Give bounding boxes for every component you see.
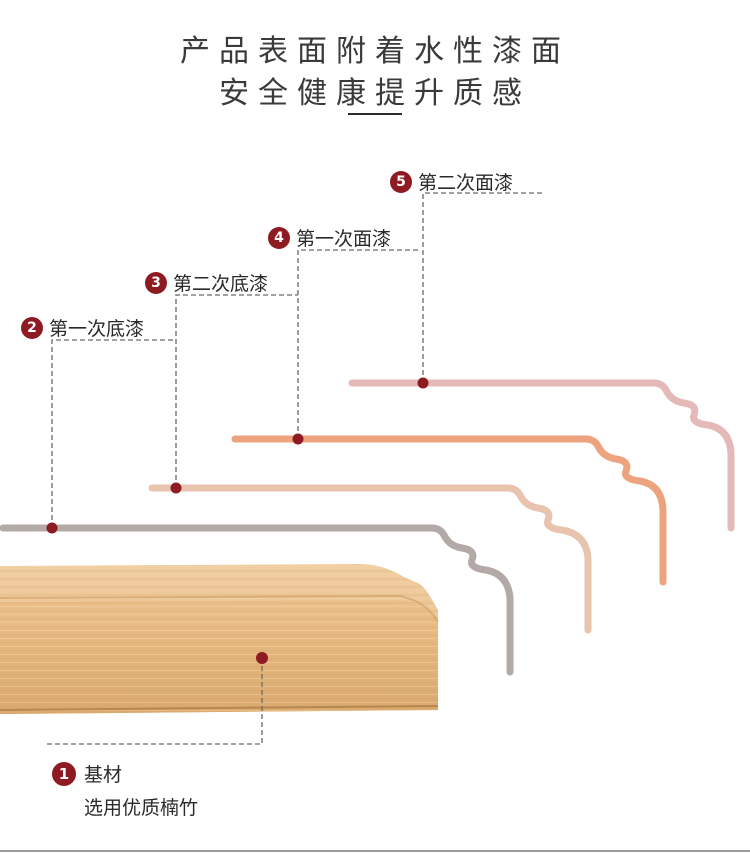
layer-name: 第一次底漆: [49, 318, 145, 340]
substrate-name: 基材: [84, 764, 123, 786]
title-divider: [348, 113, 402, 115]
leader-lines: [45, 192, 545, 745]
marker-dot-5: [417, 377, 429, 389]
substrate-description: 选用优质楠竹: [84, 797, 199, 819]
layer-4-profile: [231, 435, 667, 586]
bamboo-board: [0, 564, 439, 714]
leader-2: [51, 339, 174, 528]
layer-label-2: 2 第一次底漆: [21, 314, 144, 341]
number-badge: 1: [52, 761, 76, 786]
marker-dot-4: [292, 433, 304, 445]
number-badge: 2: [21, 316, 43, 339]
layer-name: 第二次底漆: [173, 273, 269, 295]
leader-4: [297, 249, 420, 439]
number-badge: 3: [145, 271, 167, 294]
layer-label-5: 5 第二次面漆: [390, 168, 513, 195]
marker-dot-1: [256, 652, 268, 664]
layer-label-4: 4 第一次面漆: [268, 224, 391, 251]
leader-1: [45, 658, 263, 745]
layer-2-profile: [0, 524, 514, 676]
layer-name: 第一次面漆: [296, 228, 392, 250]
marker-dots: [46, 377, 429, 664]
layer-name: 第二次面漆: [418, 172, 514, 194]
page-subtitle: 安全健康提升质感: [219, 76, 531, 111]
layer-label-3: 3 第二次底漆: [145, 269, 268, 296]
layer-3-profile: [148, 484, 592, 634]
number-badge: 5: [390, 170, 412, 193]
leader-3: [175, 294, 298, 488]
substrate-label: 1 基材 选用优质楠竹: [52, 760, 198, 820]
marker-dot-3: [170, 482, 182, 494]
number-badge: 4: [268, 226, 290, 249]
marker-dot-2: [46, 522, 58, 534]
page-title: 产品表面附着水性漆面: [180, 34, 570, 69]
layer-5-profile: [348, 379, 735, 532]
leader-5: [422, 192, 545, 383]
